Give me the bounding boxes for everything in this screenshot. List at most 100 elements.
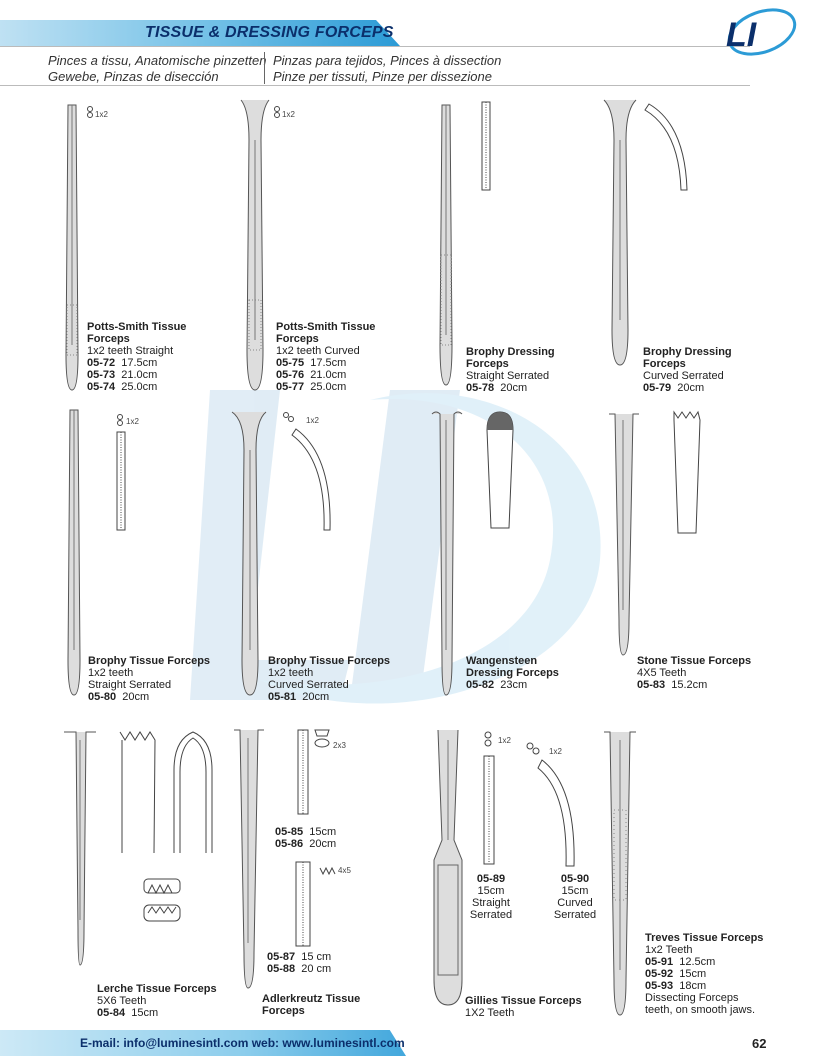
teeth-label: 1x2 (549, 747, 562, 756)
footer-contact: E-mail: info@luminesintl.com web: www.lu… (80, 1036, 405, 1050)
item-size: 15cm (131, 1007, 159, 1019)
forceps-illustration-05-91 (604, 731, 636, 1016)
item-size: 20cm (122, 691, 150, 703)
product-title: Brophy Dressing Forceps (643, 346, 732, 370)
product-variant-gillies-straight: 05-89 15cm Straight Serrated (466, 873, 516, 921)
item-size: 15cm (561, 885, 589, 897)
product-title: Brophy Dressing Forceps (466, 346, 555, 370)
product-desc: 1x2 teeth (88, 667, 134, 679)
teeth-icon (283, 412, 294, 422)
product-caption-wangensteen: Wangensteen Dressing Forceps 05-82 23cm (466, 655, 576, 691)
item-code: 05-87 (267, 951, 296, 963)
item-code: 05-82 (466, 679, 495, 691)
product-caption-potts-smith-curved: Potts-Smith Tissue Forceps 1x2 teeth Cur… (276, 321, 406, 393)
company-logo: LI (726, 8, 797, 56)
teeth-label: 1x2 (498, 736, 511, 745)
item-code: 05-85 (275, 826, 304, 838)
serrated-tip-detail (295, 861, 311, 947)
item-code: 05-93 (645, 980, 674, 992)
item-size: 17.5cm (310, 357, 347, 369)
forceps-illustration-05-82 (431, 411, 463, 696)
item-code: 05-78 (466, 382, 495, 394)
item-size: 15cm (309, 826, 337, 838)
serrated-curved-tip-detail (537, 759, 575, 867)
teeth-tip-detail (673, 410, 701, 534)
item-size: 15cm (477, 885, 505, 897)
forceps-illustration-05-85 (234, 729, 264, 989)
teeth-icon (274, 106, 280, 118)
subtitle-line1-right: Pinzas para tejidos, Pinces à dissection (273, 53, 502, 68)
page-number: 62 (752, 1036, 767, 1051)
item-code: 05-84 (97, 1007, 126, 1019)
teeth-icon (526, 742, 540, 755)
product-variant-gillies-curved: 05-90 15cm Curved Serrated (550, 873, 600, 921)
item-code: 05-80 (88, 691, 117, 703)
item-code: 05-88 (267, 963, 296, 975)
item-code: 05-73 (87, 369, 116, 381)
product-title: Wangensteen Dressing Forceps (466, 655, 559, 679)
product-title: Gillies Tissue Forceps (465, 995, 582, 1007)
teeth-label: 1x2 (282, 110, 295, 119)
product-caption-potts-smith-straight: Potts-Smith Tissue Forceps 1x2 teeth Str… (87, 321, 217, 393)
item-size: 20cm (500, 382, 528, 394)
serrated-tip-detail (483, 755, 495, 865)
subtitle-separator (264, 52, 265, 84)
product-desc: 1x2 Teeth (645, 944, 693, 956)
product-title: Potts-Smith Tissue Forceps (276, 321, 376, 345)
item-code: 05-74 (87, 381, 116, 393)
product-desc: 1X2 Teeth (465, 1007, 515, 1019)
item-size: 21.0cm (310, 369, 347, 381)
forceps-illustration-05-83 (609, 413, 639, 656)
product-desc: 4X5 Teeth (637, 667, 687, 679)
serrated-tip-detail (116, 431, 126, 531)
teeth-tip-detail (119, 731, 156, 854)
forceps-illustration-05-84 (64, 731, 96, 966)
logo-lettering: LI (726, 16, 758, 54)
product-title: Potts-Smith Tissue Forceps (87, 321, 187, 345)
subtitle-line1-left: Pinces a tissu, Anatomische pinzetten (48, 53, 267, 68)
item-shape: Straight (472, 897, 510, 909)
header-rule (0, 46, 750, 47)
product-note: teeth, on smooth jaws. (645, 1004, 756, 1016)
product-caption-brophy-dressing-curved: Brophy Dressing Forceps Curved Serrated … (643, 346, 763, 394)
product-title: Lerche Tissue Forceps (97, 983, 217, 995)
product-desc: Straight Serrated (88, 679, 172, 691)
teeth-label: 1x2 (306, 416, 319, 425)
teeth-icon (87, 106, 93, 118)
item-code: 05-92 (645, 968, 674, 980)
item-code: 05-83 (637, 679, 666, 691)
subtitle-line2-right: Pinze per tissuti, Pinze per dissezione (273, 69, 492, 84)
item-size: 21.0cm (121, 369, 158, 381)
curved-jaws-detail (173, 731, 213, 853)
forceps-illustration-05-78 (439, 104, 453, 386)
product-desc: 1x2 teeth (268, 667, 314, 679)
teeth-icon (117, 414, 123, 426)
item-code: 05-79 (643, 382, 672, 394)
product-desc: Curved Serrated (268, 679, 349, 691)
item-size: 15cm (679, 968, 707, 980)
item-code: 05-91 (645, 956, 674, 968)
item-size: 20cm (302, 691, 330, 703)
product-caption-brophy-tissue-curved: Brophy Tissue Forceps 1x2 teeth Curved S… (268, 655, 390, 703)
serrated-curved-tip-detail (644, 103, 688, 191)
item-size: 20cm (309, 838, 337, 850)
logo-watermark (190, 390, 601, 704)
item-size: 18cm (679, 980, 707, 992)
product-sizes-adlerkreutz-b: 05-87 15 cm 05-88 20 cm (267, 951, 331, 975)
item-code: 05-89 (476, 873, 506, 885)
teeth-icon (314, 729, 330, 748)
forceps-illustration-05-79 (603, 99, 637, 366)
product-desc: Straight Serrated (466, 370, 550, 382)
forceps-illustration-05-72 (65, 104, 79, 391)
forceps-illustration-05-75 (240, 99, 270, 391)
item-size: 25.0cm (310, 381, 347, 393)
product-desc: 1x2 teeth Straight (87, 345, 174, 357)
item-code: 05-72 (87, 357, 116, 369)
product-caption-gillies: Gillies Tissue Forceps 1X2 Teeth (465, 995, 582, 1019)
item-size: 12.5cm (679, 956, 716, 968)
product-caption-brophy-tissue-straight: Brophy Tissue Forceps 1x2 teeth Straight… (88, 655, 210, 703)
teeth-icon (143, 878, 181, 922)
item-size: 23cm (500, 679, 528, 691)
serrated-tip-detail (297, 729, 309, 815)
item-type: Serrated (553, 909, 597, 921)
